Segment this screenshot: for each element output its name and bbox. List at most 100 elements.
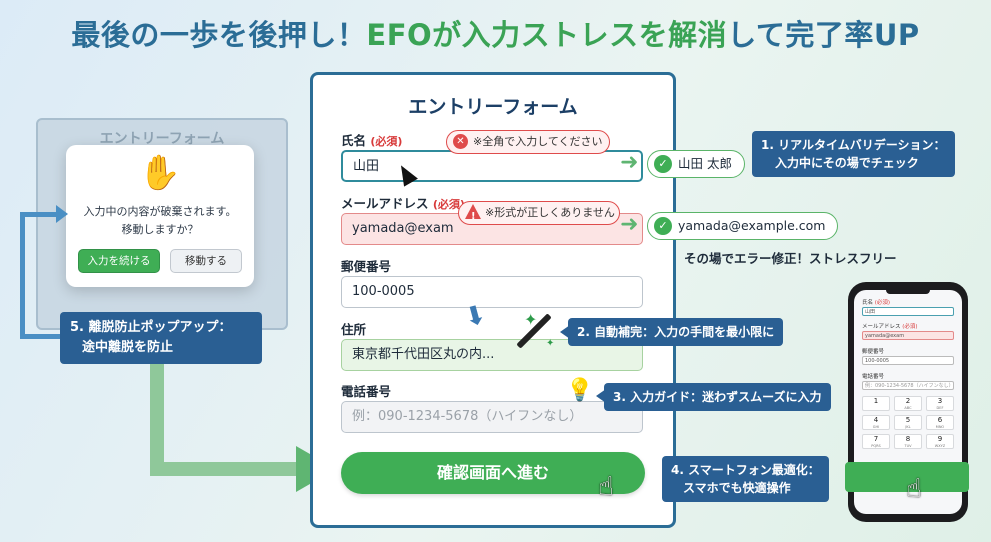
key-number: 3 [937,397,943,405]
warning-mark: ! [471,211,476,222]
feature-1-desc: 入力中にその場でチェック [775,156,919,170]
flow-arrow-stem [150,462,300,476]
phone-req-badge: (必須) [874,300,891,306]
sparkle-icon: ✦ [524,310,538,329]
key-letters: TUV [904,444,912,448]
loop-arrow-line [20,212,64,217]
pointer-hand-icon: ☝ [598,472,614,502]
phone-tel-input[interactable]: 例：090-1234-5678（ハイフンなし） [862,381,954,390]
required-badge: (必須) [432,198,465,211]
phone-email-input[interactable]: yamada@exam [862,331,954,340]
feature-5-desc: 途中離脱を防止 [82,340,174,355]
email-label: メールアドレス (必須) [341,193,465,212]
phone-postal-input[interactable]: 100-0005 [862,356,954,365]
phone-name-input[interactable]: 山田 [862,307,954,316]
popup-message-line2: 移動しますか？ [121,223,199,236]
waving-hand-icon: ✋ [138,153,182,193]
phone-req-badge: (必須) [902,324,918,330]
feature-label-4: 4. スマートフォン最適化： スマホでも快適操作 [662,456,829,502]
loop-arrow-line [20,212,25,338]
feature-label-2: 2. 自動補完：入力の手間を最小限に [568,318,784,346]
key-letters: WXYZ [934,444,946,448]
pointer-arrow [560,325,570,339]
key-number: 6 [937,416,943,424]
key-number: 9 [937,435,943,443]
phone-email-label: メールアドレス (必須) [862,322,918,330]
headline-part3: 解消 [668,18,728,52]
key-number: 5 [905,416,911,424]
headline-part2: EFOが入力ストレスを [366,18,669,52]
key-letters: MNO [935,425,945,429]
background-form-title: エントリーフォーム [99,131,225,147]
email-validated-text: yamada@example.com [678,218,826,233]
headline-part1: 最後の一歩を後押し！ [71,18,367,52]
key-letters: GHI [872,425,880,429]
address-label: 住所 [341,322,367,337]
phone-tel-label: 電話番号 [862,374,885,380]
feature-5-title: 5. 離脱防止ポップアップ： [70,320,232,335]
feature-4-desc: スマホでも快適操作 [683,481,791,495]
name-validated-text: 山田 太郎 [678,156,732,171]
form-title: エントリーフォーム [408,96,578,118]
arrow-right-icon: ➜ [620,212,639,237]
arrow-right-icon [56,205,68,223]
key-letters: DEF [936,406,944,410]
arrow-right-icon: ➜ [620,150,639,175]
feature-label-3: 3. 入力ガイド：迷わずスムーズに入力 [604,383,831,411]
postal-label: 郵便番号 [341,259,392,274]
phone-input[interactable]: 例：090-1234-5678（ハイフンなし） [341,401,643,433]
flow-arrow-stem [150,342,164,472]
key-number: 7 [873,435,879,443]
email-error-text: ※形式が正しくありません [485,206,615,219]
leave-confirm-popup: ✋ 入力中の内容が破棄されます。 移動しますか？ 入力を続ける 移動する [66,145,254,287]
email-validated-pill: ✓ yamada@example.com [647,212,839,240]
loop-arrow-line [20,334,60,339]
name-label-text: 氏名 [341,133,367,148]
check-icon: ✓ [654,217,672,235]
headline-part4: して完了率UP [727,18,920,52]
popup-message: 入力中の内容が破棄されます。 移動しますか？ [66,203,254,239]
key-number: 1 [873,397,879,405]
name-error-bubble: ✕ ※全角で入力してください [446,130,610,154]
name-error-text: ※全角で入力してください [473,135,603,148]
continue-input-button[interactable]: 入力を続ける [78,249,160,273]
name-input[interactable]: 山田 [341,150,643,182]
phone-email-label-text: メールアドレス [862,324,901,330]
postal-input[interactable]: 100-0005 [341,276,643,308]
key-number: 8 [905,435,911,443]
lightbulb-icon: 💡 [566,378,594,403]
phone-name-label: 氏名 (必須) [862,298,890,306]
headline: 最後の一歩を後押し！EFOが入力ストレスを解消して完了率UP [0,12,991,54]
key-number: 2 [905,397,911,405]
name-validated-pill: ✓ 山田 太郎 [647,150,745,178]
phone-label: 電話番号 [341,384,392,399]
keypad-key[interactable]: 1 [862,396,890,411]
feature-label-5: 5. 離脱防止ポップアップ： 途中離脱を防止 [60,312,262,364]
feature-label-1: 1. リアルタイムバリデーション： 入力中にその場でチェック [752,131,955,177]
error-x-icon: ✕ [453,134,468,149]
key-letters: ABC [904,406,912,410]
sparkle-icon: ✦ [546,338,555,349]
warning-icon [465,204,481,219]
feature-1-title: 1. リアルタイムバリデーション： [761,138,946,152]
key-letters: JKL [905,425,911,429]
popup-message-line1: 入力中の内容が破棄されます。 [83,205,237,218]
key-letters: PQRS [871,444,881,448]
phone-name-label-text: 氏名 [862,300,874,306]
pointer-arrow [596,389,606,403]
phone-notch [886,286,930,294]
phone-submit-button[interactable] [845,462,969,492]
key-number: 4 [873,416,879,424]
email-error-bubble: ! ※形式が正しくありません [458,201,620,225]
submit-button[interactable]: 確認画面へ進む [341,452,645,494]
move-button[interactable]: 移動する [170,249,242,273]
